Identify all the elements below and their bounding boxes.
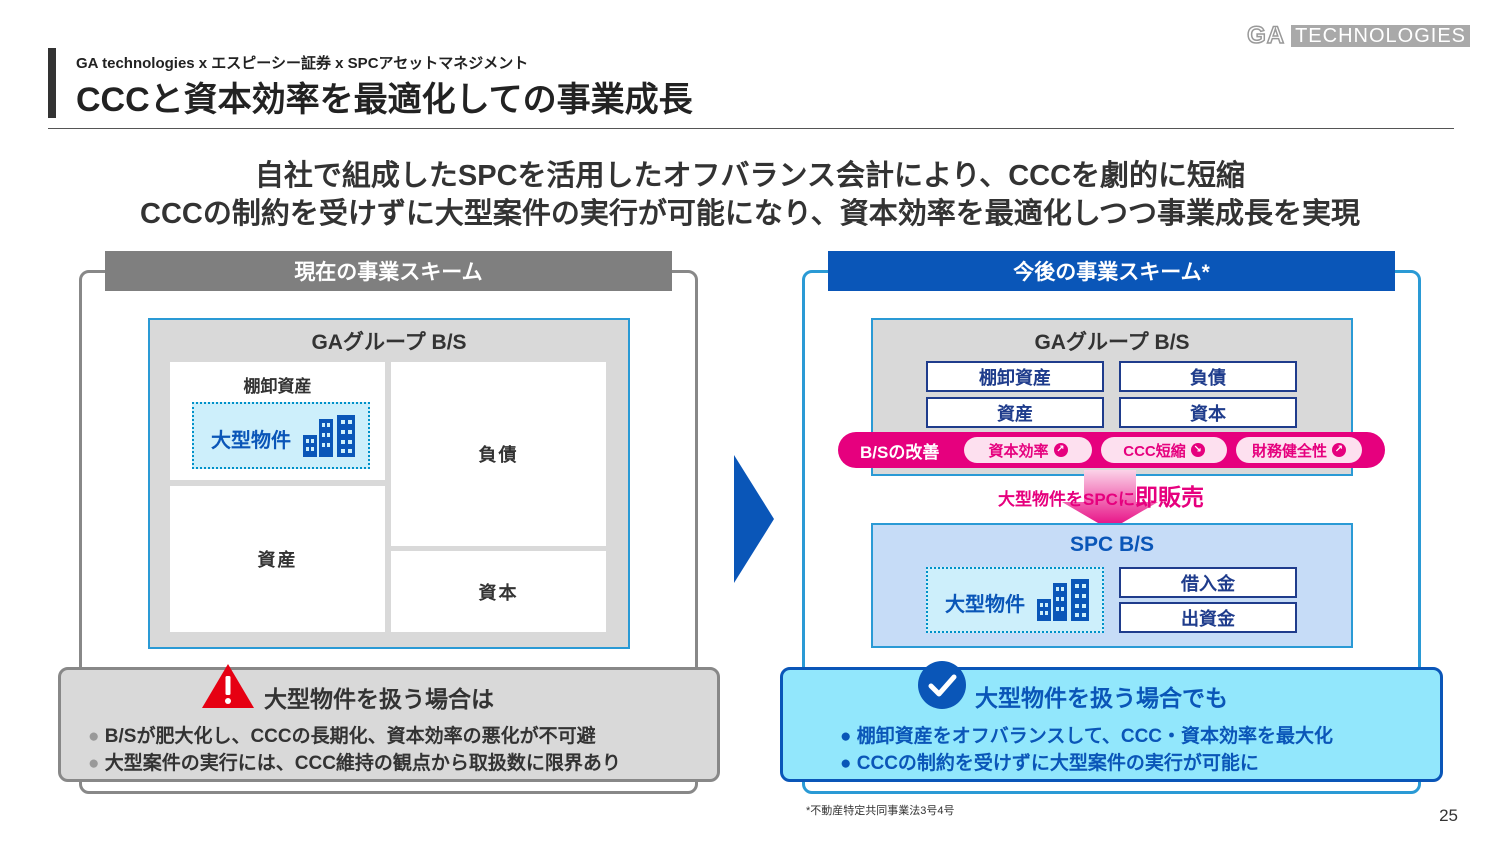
current-bullet-1: ● B/Sが肥大化し、CCCの長期化、資本効率の悪化が不可避 — [88, 721, 596, 748]
pill-capital-efficiency-text: 資本効率 — [988, 442, 1049, 460]
header-divider — [48, 128, 1454, 129]
up-arrow-icon: ↗ — [1332, 443, 1346, 457]
ga-technologies-logo: GA TECHNOLOGIES — [1246, 21, 1470, 50]
future-assets-box: 資産 — [926, 397, 1104, 428]
sell-to-spc-small: 大型物件をSPCに — [998, 490, 1135, 509]
bullet-dot: ● — [840, 753, 852, 774]
bullet-dot: ● — [840, 726, 852, 747]
title-accent-bar — [48, 48, 56, 118]
footnote: *不動産特定共同事業法3号4号 — [806, 805, 955, 817]
current-note-title: 大型物件を扱う場合は — [264, 686, 494, 712]
pill-ccc-shortening-text: CCC短縮 — [1123, 442, 1186, 460]
page-subtitle: GA technologies x エスピーシー証券 x SPCアセットマネジメ… — [76, 55, 529, 72]
current-liabilities-cell: 負債 — [391, 362, 606, 546]
current-inventory-label: 棚卸資産 — [243, 377, 312, 396]
page-title: CCCと資本効率を最適化しての事業成長 — [76, 81, 693, 119]
current-liabilities-label: 負債 — [478, 445, 519, 465]
spc-bs-title: SPC B/S — [1069, 533, 1155, 556]
lead-line-2: CCCの制約を受けずに大型案件の実行が可能になり、資本効率を最適化しつつ事業成長… — [140, 198, 1360, 230]
current-large-property-box — [192, 402, 370, 469]
current-bullet-2-text: 大型案件の実行には、CCC維持の観点から取扱数に限界あり — [104, 753, 621, 774]
building-icon — [303, 415, 355, 457]
current-note-box — [58, 667, 720, 782]
future-equity-box: 資本 — [1119, 397, 1297, 428]
logo-ga-text: GA — [1246, 21, 1286, 50]
current-scheme-heading: 現在の事業スキーム — [105, 251, 672, 291]
down-arrow-icon: ↘ — [1190, 443, 1205, 457]
spc-borrowings-box: 借入金 — [1119, 567, 1297, 598]
sell-to-spc-big: 即販売 — [1134, 484, 1204, 510]
current-equity-label: 資本 — [478, 582, 519, 603]
current-equity-cell: 資本 — [391, 551, 606, 632]
lead-line-1: 自社で組成したSPCを活用したオフバランス会計により、CCCを劇的に短縮 — [254, 160, 1246, 192]
logo-tech-text: TECHNOLOGIES — [1291, 25, 1470, 47]
up-arrow-icon: ↗ — [1053, 443, 1068, 457]
future-bullet-2-text: CCCの制約を受けずに大型案件の実行が可能に — [856, 753, 1259, 774]
current-assets-cell: 資産 — [170, 486, 385, 632]
future-bullet-1-text: 棚卸資産をオフバランスして、CCC・資本効率を最大化 — [856, 726, 1334, 747]
building-icon — [1037, 579, 1089, 621]
future-liabilities-box: 負債 — [1119, 361, 1297, 392]
future-note-title: 大型物件を扱う場合でも — [975, 685, 1228, 711]
pill-financial-health: 財務健全性 ↗ — [1236, 437, 1362, 463]
future-scheme-heading: 今後の事業スキーム* — [828, 251, 1395, 291]
current-bullet-2: ● 大型案件の実行には、CCC維持の観点から取扱数に限界あり — [88, 748, 621, 775]
current-bullet-1-text: B/Sが肥大化し、CCCの長期化、資本効率の悪化が不可避 — [104, 726, 596, 747]
sell-to-spc-text: 大型物件をSPCに即販売 — [998, 478, 1204, 512]
warning-icon — [202, 664, 254, 708]
future-inventory-box: 棚卸資産 — [926, 361, 1104, 392]
checkmark-icon — [918, 661, 966, 709]
pill-capital-efficiency: 資本効率 ↗ — [964, 437, 1092, 463]
current-bs-title: GAグループ B/S — [311, 331, 467, 354]
page-number: 25 — [1439, 806, 1458, 825]
future-bullet-2: ● CCCの制約を受けずに大型案件の実行が可能に — [840, 748, 1259, 775]
spc-large-property-box — [926, 567, 1104, 633]
future-note-box — [780, 667, 1443, 782]
transition-arrow-icon — [734, 455, 774, 583]
bs-improvement-label: B/Sの改善 — [860, 442, 940, 462]
current-large-property-label: 大型物件 — [211, 430, 291, 452]
bullet-dot: ● — [88, 753, 100, 774]
pink-down-arrow-icon — [1062, 470, 1158, 530]
pill-financial-health-text: 財務健全性 — [1251, 442, 1327, 460]
spc-large-property-label: 大型物件 — [945, 594, 1025, 616]
future-bullet-1: ● 棚卸資産をオフバランスして、CCC・資本効率を最大化 — [840, 721, 1333, 748]
current-assets-label: 資産 — [257, 550, 298, 570]
bullet-dot: ● — [88, 726, 100, 747]
future-bs-title: GAグループ B/S — [1034, 331, 1190, 354]
spc-investment-box: 出資金 — [1119, 602, 1297, 633]
pill-ccc-shortening: CCC短縮 ↘ — [1101, 437, 1227, 463]
